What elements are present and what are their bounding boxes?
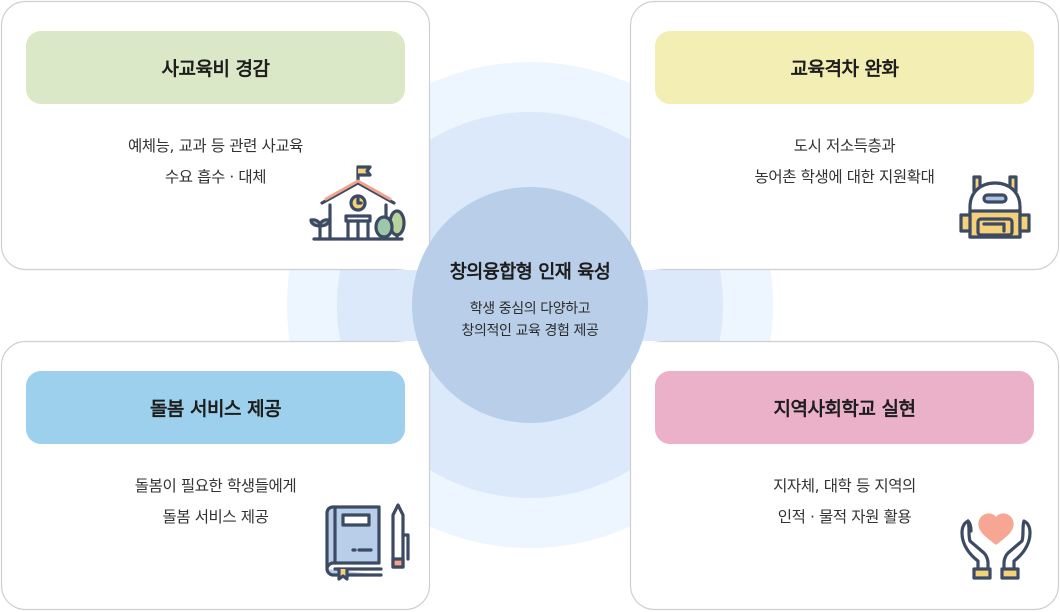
card-description-line: 지자체, 대학 등 지역의 (773, 477, 916, 495)
card-header: 지역사회학교 실현 (655, 371, 1034, 444)
center-core: 창의융합형 인재 육성 학생 중심의 다양하고 창의적인 교육 경험 제공 (412, 187, 648, 423)
card-header: 사교육비 경감 (26, 31, 405, 104)
card-description-line: 돌봄 서비스 제공 (162, 508, 269, 526)
card-description: 돌봄이 필요한 학생들에게 돌봄 서비스 제공 (1, 471, 430, 533)
backpack-icon (959, 175, 1031, 239)
card-private-education-cost: 사교육비 경감 예체능, 교과 등 관련 사교육 수요 흡수 · 대체 (1, 1, 430, 270)
card-header: 교육격차 완화 (655, 31, 1034, 104)
hands-heart-icon (960, 513, 1032, 580)
card-title: 사교육비 경감 (161, 58, 271, 80)
card-description-line: 인적 · 물적 자원 활용 (777, 508, 912, 526)
card-description: 도시 저소득층과 농어촌 학생에 대한 지원확대 (630, 131, 1059, 193)
card-community-school: 지역사회학교 실현 지자체, 대학 등 지역의 인적 · 물적 자원 활용 (630, 341, 1059, 610)
card-description-line: 농어촌 학생에 대한 지원확대 (754, 168, 935, 186)
card-title: 교육격차 완화 (790, 58, 900, 80)
center-description-line: 창의적인 교육 경험 제공 (461, 323, 599, 339)
center-description-line: 학생 중심의 다양하고 (469, 301, 591, 317)
card-care-service: 돌봄 서비스 제공 돌봄이 필요한 학생들에게 돌봄 서비스 제공 (1, 341, 430, 610)
card-description: 지자체, 대학 등 지역의 인적 · 물적 자원 활용 (630, 471, 1059, 533)
book-pencil-icon (325, 503, 410, 581)
card-description-line: 예체능, 교과 등 관련 사교육 (127, 137, 304, 155)
center-description: 학생 중심의 다양하고 창의적인 교육 경험 제공 (462, 298, 599, 342)
school-icon (309, 165, 406, 241)
card-description-line: 돌봄이 필요한 학생들에게 (134, 477, 297, 495)
center-title: 창의융합형 인재 육성 (449, 262, 611, 283)
card-header: 돌봄 서비스 제공 (26, 371, 405, 444)
card-education-gap: 교육격차 완화 도시 저소득층과 농어촌 학생에 대한 지원확대 (630, 1, 1059, 270)
card-description: 예체능, 교과 등 관련 사교육 수요 흡수 · 대체 (1, 131, 430, 193)
card-title: 돌봄 서비스 제공 (149, 398, 282, 420)
card-title: 지역사회학교 실현 (773, 398, 916, 420)
card-description-line: 수요 흡수 · 대체 (164, 168, 267, 186)
card-description-line: 도시 저소득층과 (793, 137, 896, 155)
